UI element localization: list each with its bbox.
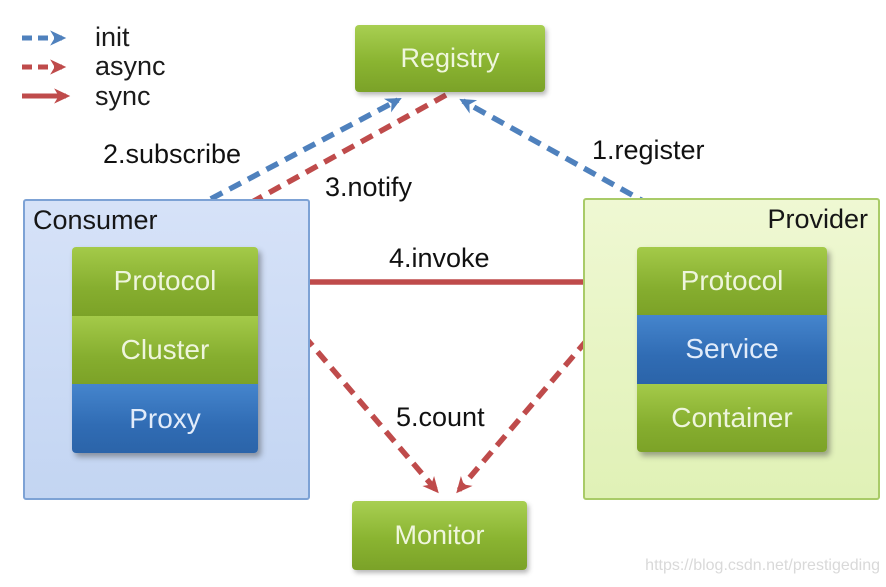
registry-node: Registry <box>355 25 545 92</box>
edge-label-notify: 3.notify <box>325 172 413 202</box>
consumer-title: Consumer <box>33 205 158 235</box>
monitor-label: Monitor <box>394 520 485 550</box>
consumer-stack: Protocol Cluster Proxy <box>72 247 258 453</box>
provider-layer-protocol: Protocol <box>637 247 827 316</box>
provider-layer-service: Service <box>637 315 827 384</box>
provider-stack: Protocol Service Container <box>637 247 827 452</box>
edge-label-register: 1.register <box>592 135 705 165</box>
watermark: https://blog.csdn.net/prestigeding <box>645 557 880 574</box>
legend-label-sync: sync <box>95 81 151 111</box>
provider-layer-container: Container <box>637 383 827 452</box>
consumer-layer-protocol: Protocol <box>72 247 258 316</box>
registry-label: Registry <box>400 43 500 73</box>
consumer-layer-proxy: Proxy <box>72 384 258 453</box>
edge-label-subscribe: 2.subscribe <box>103 139 242 169</box>
provider-title: Provider <box>767 204 868 234</box>
edge-label-count: 5.count <box>396 402 485 432</box>
consumer-layer-cluster: Cluster <box>72 315 258 385</box>
edge-label-invoke: 4.invoke <box>389 243 490 273</box>
legend-label-async: async <box>95 51 166 81</box>
monitor-node: Monitor <box>352 501 527 570</box>
legend-label-init: init <box>95 22 130 52</box>
